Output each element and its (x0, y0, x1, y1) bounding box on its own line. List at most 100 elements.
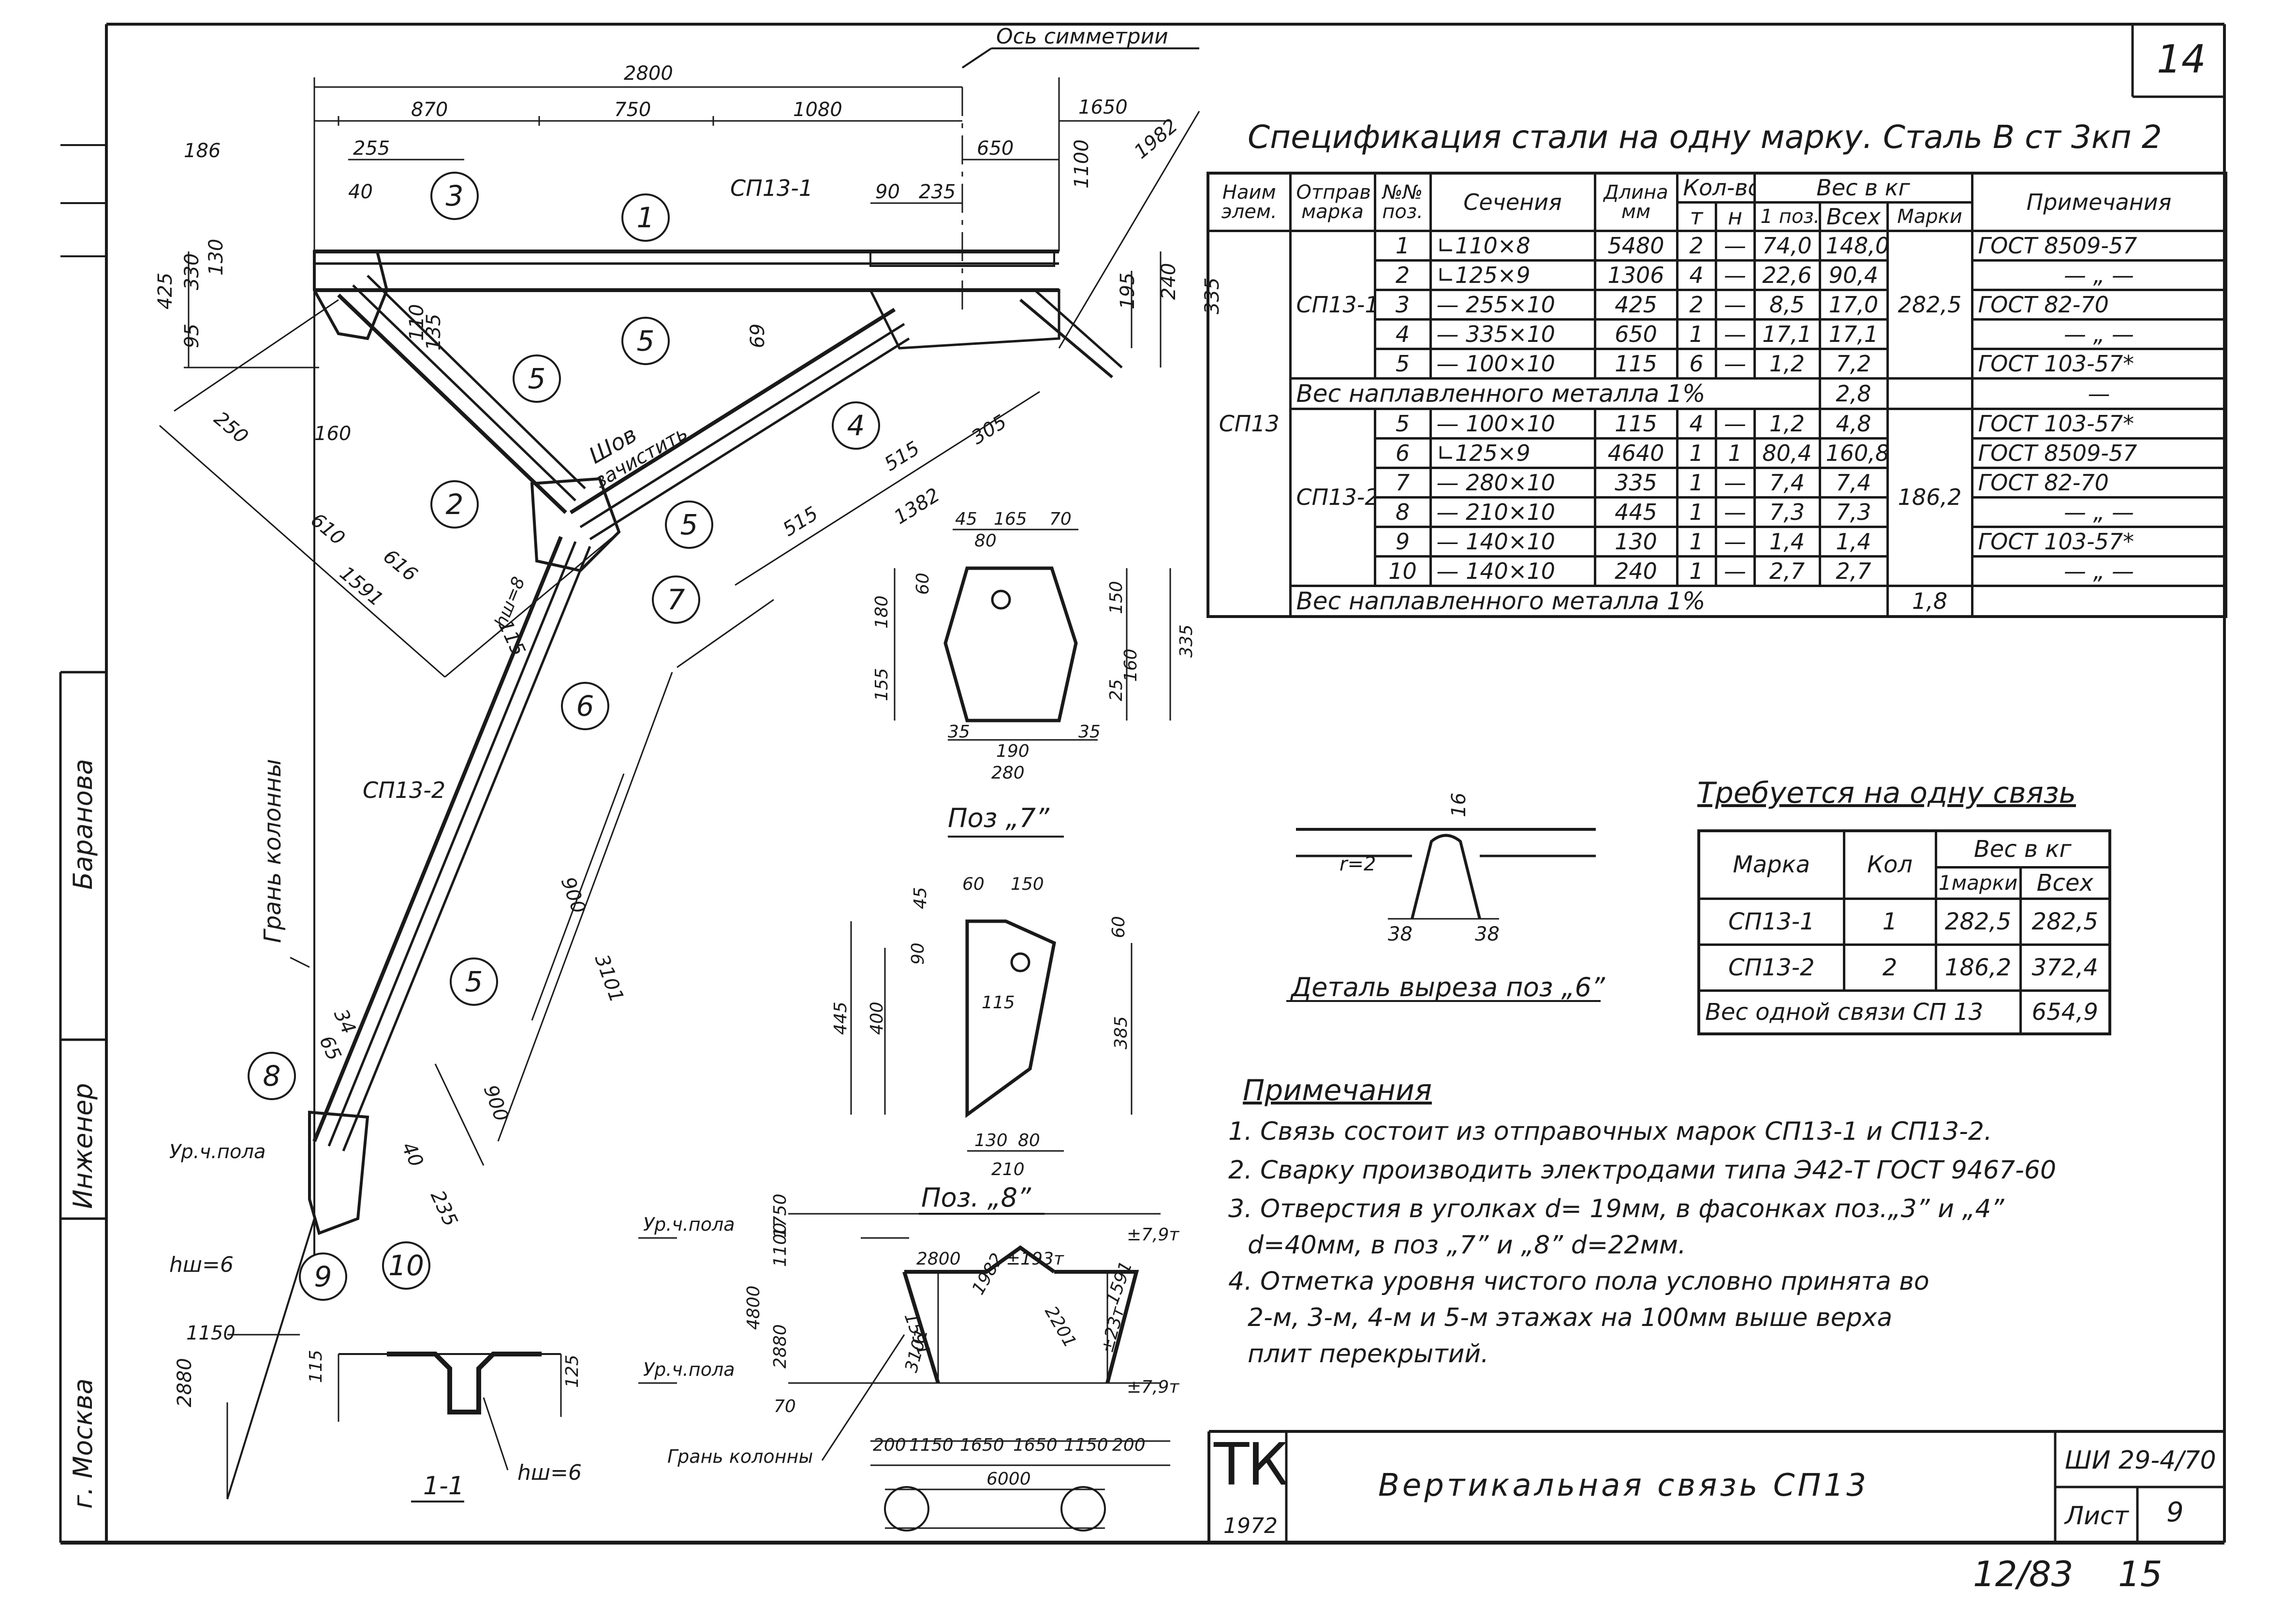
weld-label-1: Вес наплавленного металла 1% (1289, 377, 1821, 410)
bracing-scheme (638, 1213, 1170, 1531)
center-gusset (530, 477, 621, 573)
req-hdr-all: Всех (2019, 866, 2111, 900)
svg-text:80: 80 (1018, 1131, 1040, 1150)
cell-note: ГОСТ 103-57* (1971, 525, 2227, 558)
svg-text:870: 870 (411, 99, 448, 121)
svg-text:130: 130 (974, 1131, 1008, 1150)
svg-text:1650: 1650 (960, 1435, 1004, 1455)
svg-text:650: 650 (977, 137, 1014, 160)
hdr-ship-mark: Отправ марка (1289, 172, 1376, 232)
note-line: 1. Связь состоит из отправочных марок СП… (1228, 1117, 1992, 1146)
section-1-1 (338, 1352, 562, 1502)
svg-text:5: 5 (465, 965, 483, 998)
svg-text:9: 9 (314, 1260, 332, 1293)
weld-note-1: — (1971, 377, 2227, 410)
spec-row: 10 — 140×10 240 1 — 2,7 2,7 — „ — (1208, 555, 2227, 587)
pos-7-caption: Поз „7” (948, 803, 1050, 833)
svg-text:1382: 1382 (890, 484, 944, 529)
spec-row: СП13-2 5 — 100×10 115 4 — 1,2 4,8 186,2 … (1208, 407, 2227, 587)
svg-text:330: 330 (181, 253, 203, 290)
weld-value-1: 2,8 (1818, 377, 1889, 410)
mark-weight-1: 282,5 (1886, 229, 1973, 380)
svg-text:1: 1 (637, 201, 655, 234)
cut-detail (1286, 828, 1601, 1002)
sheet-number: 9 (2166, 1497, 2184, 1528)
cell-wall: 7,4 (1818, 466, 1889, 499)
spec-row: 2 ∟125×9 1306 4 — 22,6 90,4 — „ — (1208, 259, 2227, 291)
cell-pos: 1 (1373, 229, 1432, 262)
svg-text:2880: 2880 (770, 1324, 790, 1369)
hdr-length: Длина мм (1593, 172, 1678, 232)
svg-text:445: 445 (831, 1001, 851, 1035)
cell-wall: 2,7 (1818, 555, 1889, 587)
cell-note: ГОСТ 8509-57 (1971, 437, 2227, 469)
svg-text:1982: 1982 (1130, 115, 1182, 163)
svg-text:hш=6: hш=6 (169, 1252, 234, 1277)
req-hdr-one: 1марки (1934, 866, 2022, 900)
dimension-lines (159, 77, 1200, 1499)
svg-text:1650: 1650 (1078, 96, 1128, 118)
hdr-pos: №№ поз. (1373, 172, 1432, 232)
svg-text:90: 90 (908, 942, 928, 965)
spec-row: 3 — 255×10 425 2 — 8,5 17,0 ГОСТ 82-70 (1208, 288, 2227, 321)
cell-w1: 74,0 (1753, 229, 1821, 262)
cell-pos: 10 (1373, 555, 1432, 587)
pos-8-caption: Поз. „8” (921, 1182, 1031, 1213)
cell-pos: 4 (1373, 318, 1432, 350)
svg-text:Баранова: Баранова (68, 759, 98, 890)
svg-text:155: 155 (872, 668, 892, 701)
side-labels: г. Москва Инженер Баранова (68, 759, 98, 1509)
req-cell-one: 282,5 (1934, 897, 2022, 946)
cell-t: 4 (1676, 407, 1717, 440)
cell-wall: 148,0 (1818, 229, 1889, 262)
svg-text:Ур.ч.пола: Ур.ч.пола (643, 1214, 735, 1235)
hdr-w-mark: Марки (1886, 201, 1973, 232)
cell-note: ГОСТ 8509-57 (1971, 229, 2227, 262)
svg-text:±193т: ±193т (1006, 1249, 1064, 1269)
mark-sp13-1: СП13-1 (1289, 229, 1376, 380)
note-line: 2. Сварку производить электродами типа Э… (1228, 1156, 2057, 1185)
svg-text:280: 280 (991, 763, 1025, 783)
cell-wall: 17,0 (1818, 288, 1889, 321)
svg-text:180: 180 (872, 595, 892, 629)
svg-text:385: 385 (1111, 1016, 1131, 1049)
svg-text:5: 5 (637, 324, 655, 357)
cell-w1: 17,1 (1753, 318, 1821, 350)
hdr-qty: Кол-во (1676, 172, 1756, 204)
cell-t: 1 (1676, 555, 1717, 587)
svg-text:65: 65 (315, 1032, 345, 1064)
hdr-name: Наим элем. (1207, 172, 1292, 232)
cell-t: 2 (1676, 288, 1717, 321)
svg-text:1150: 1150 (186, 1322, 235, 1344)
corner-number: 14 (2157, 37, 2206, 82)
spec-weld-row: Вес наплавленного металла 1% 2,8 — (1208, 377, 2227, 410)
pos-7-detail (894, 529, 1171, 838)
hdr-w-one: 1 поз. (1753, 201, 1821, 232)
spec-table: Наим элем. Отправ марка №№ поз. Сечения … (1207, 172, 2228, 618)
svg-text:45: 45 (911, 887, 930, 909)
svg-text:4800: 4800 (744, 1285, 764, 1330)
cell-length: 335 (1593, 466, 1678, 499)
cell-note: — „ — (1971, 318, 2227, 350)
mark-weight-2: 186,2 (1886, 407, 1973, 587)
cell-n: 1 (1714, 437, 1756, 469)
weld-label-2: Вес наплавленного металла 1% (1289, 584, 1889, 618)
svg-text:150: 150 (1106, 581, 1126, 614)
element-name: СП13 (1207, 229, 1292, 618)
spec-row: 9 — 140×10 130 1 — 1,4 1,4 ГОСТ 103-57* (1208, 525, 2227, 558)
handwritten-page: 15 (2118, 1554, 2163, 1594)
cell-length: 115 (1593, 347, 1678, 380)
svg-text:5: 5 (528, 362, 546, 395)
callouts (248, 172, 880, 1301)
cell-section: — 100×10 (1429, 407, 1596, 440)
cell-n: — (1714, 318, 1756, 350)
cell-section: ∟110×8 (1429, 229, 1596, 262)
hdr-section: Сечения (1429, 172, 1596, 232)
cell-section: ∟125×9 (1429, 259, 1596, 291)
svg-text:250: 250 (210, 407, 252, 448)
cell-n: — (1714, 229, 1756, 262)
cell-w1: 7,4 (1753, 466, 1821, 499)
cell-note: ГОСТ 82-70 (1971, 288, 2227, 321)
svg-text:200: 200 (1112, 1435, 1146, 1455)
req-cell-one: 186,2 (1934, 943, 2022, 992)
